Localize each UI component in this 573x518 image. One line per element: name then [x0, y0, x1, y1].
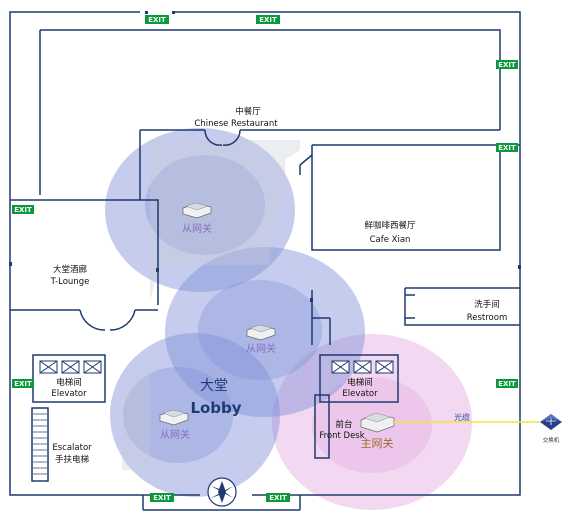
elevator-right-cn: 电梯间	[347, 377, 373, 388]
switch-label: 交换机	[543, 436, 560, 444]
t-lounge-cn: 大堂酒廊	[53, 264, 88, 275]
router-icon	[360, 412, 395, 433]
main-gateway[interactable]: 主网关	[360, 412, 395, 450]
svg-text:EXIT: EXIT	[498, 380, 516, 388]
front-desk-en: Front Desk	[319, 431, 364, 441]
escalator-en: Escalator	[52, 443, 92, 453]
exit-sign: EXIT	[496, 60, 518, 69]
elevator-cars-right	[331, 360, 394, 374]
escalator-cn: 手扶电梯	[55, 454, 90, 465]
sub-gateway-label: 从网关	[246, 342, 276, 355]
cafe-xian-en: Cafe Xian	[370, 235, 411, 245]
room-labels: 中餐厅 Chinese Restaurant 鲜咖啡西餐厅 Cafe Xian …	[50, 106, 508, 465]
exit-sign: EXIT	[256, 15, 280, 24]
restroom-cn: 洗手间	[474, 299, 500, 310]
lobby-en: Lobby	[190, 399, 241, 417]
svg-text:EXIT: EXIT	[269, 494, 287, 502]
svg-text:EXIT: EXIT	[259, 16, 277, 24]
sub-gateway-label: 从网关	[160, 428, 190, 441]
t-lounge-en: T-Lounge	[50, 277, 90, 287]
exit-sign: EXIT	[496, 379, 518, 388]
lobby-floor	[122, 140, 300, 470]
wall-markers	[9, 11, 521, 302]
chinese-restaurant-en: Chinese Restaurant	[194, 119, 278, 129]
router-icon	[182, 202, 212, 219]
cafe-xian-cn: 鲜咖啡西餐厅	[364, 220, 416, 231]
svg-text:EXIT: EXIT	[153, 494, 171, 502]
switch[interactable]: 交换机	[540, 414, 562, 444]
exit-signs: EXIT EXIT EXIT EXIT EXIT EXIT EXIT EXIT …	[12, 15, 518, 502]
sub-gateway-middle[interactable]: 从网关	[246, 324, 276, 355]
elevator-cars-left	[39, 360, 102, 374]
router-icon	[246, 324, 276, 341]
elevator-right-en: Elevator	[342, 389, 378, 399]
chinese-restaurant-cn: 中餐厅	[235, 106, 261, 117]
escalator-steps	[33, 413, 47, 475]
main-gateway-label: 主网关	[361, 436, 394, 450]
sub-gateway-lobby[interactable]: 从网关	[159, 409, 190, 441]
exit-sign: EXIT	[266, 493, 290, 502]
coverage-zone-lobby	[110, 333, 280, 497]
exit-sign: EXIT	[145, 15, 169, 24]
svg-text:EXIT: EXIT	[498, 61, 516, 69]
exit-sign: EXIT	[150, 493, 174, 502]
exit-sign: EXIT	[12, 379, 34, 388]
svg-text:EXIT: EXIT	[498, 144, 516, 152]
front-desk-cn: 前台	[335, 419, 352, 430]
elevator-left-en: Elevator	[51, 389, 87, 399]
exit-sign: EXIT	[496, 143, 518, 152]
svg-text:EXIT: EXIT	[14, 206, 32, 214]
svg-text:EXIT: EXIT	[14, 380, 32, 388]
switch-icon	[540, 414, 562, 430]
lobby-cn: 大堂	[200, 378, 228, 394]
restroom-en: Restroom	[467, 313, 508, 323]
cable-label: 光缆	[454, 412, 470, 422]
router-icon	[159, 409, 189, 426]
walls	[9, 11, 521, 511]
svg-text:EXIT: EXIT	[148, 16, 166, 24]
sub-gateway-top[interactable]: 从网关	[182, 202, 212, 235]
sub-gateway-label: 从网关	[182, 222, 212, 235]
elevator-left-cn: 电梯间	[56, 377, 82, 388]
entrance-revolving-door-icon	[207, 477, 237, 507]
exit-sign: EXIT	[12, 205, 34, 214]
